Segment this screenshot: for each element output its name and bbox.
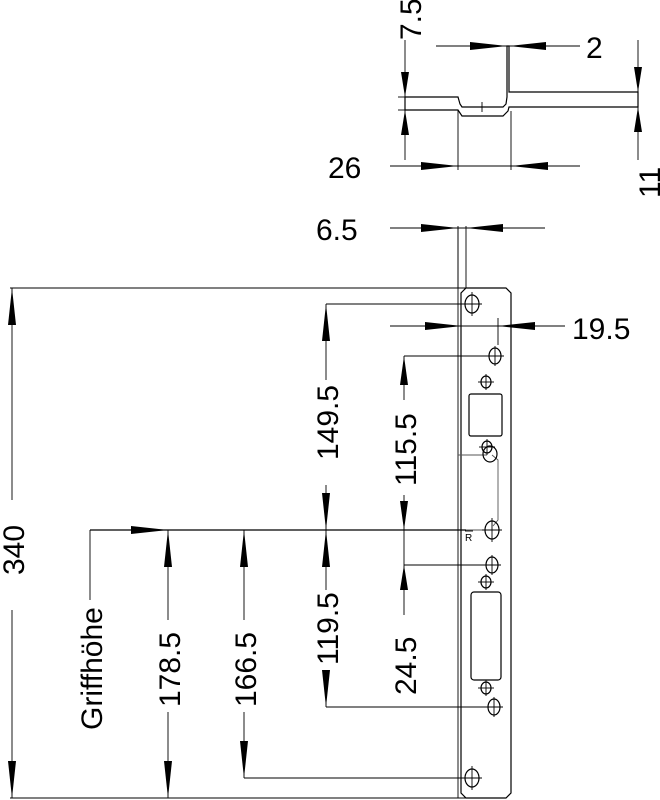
dim-19-5: 19.5 — [572, 313, 630, 346]
griffhoehe-label: Griffhöhe — [76, 607, 109, 730]
dim-26: 26 — [328, 152, 361, 185]
latch-opening-lower — [470, 591, 502, 681]
dim-24-5: 24.5 — [390, 637, 423, 695]
latch-opening-upper — [468, 393, 503, 437]
mounting-hole-3 — [478, 374, 494, 390]
dim-2: 2 — [586, 32, 603, 65]
mounting-hole-5 — [482, 445, 498, 463]
dim-340: 340 — [0, 525, 31, 575]
dim-6-5-lines — [390, 224, 545, 288]
plate-mark-r: R — [465, 533, 472, 544]
dim-7-5: 7.5 — [395, 0, 428, 40]
strike-plate: R — [457, 228, 512, 799]
mounting-hole-9 — [478, 680, 494, 696]
dim-115-5: 115.5 — [390, 413, 423, 486]
mounting-hole-6 — [482, 518, 502, 542]
front-dimension-lines — [8, 287, 565, 799]
dim-166-5: 166.5 — [230, 632, 263, 707]
dim-119-5: 119.5 — [312, 592, 345, 665]
mounting-hole-8 — [478, 574, 494, 590]
dim-11: 11 — [634, 167, 660, 198]
dim-178-5: 178.5 — [154, 632, 187, 707]
dim-6-5: 6.5 — [316, 214, 358, 247]
cross-section-detail — [390, 40, 642, 170]
dim-149-5: 149.5 — [312, 385, 345, 460]
